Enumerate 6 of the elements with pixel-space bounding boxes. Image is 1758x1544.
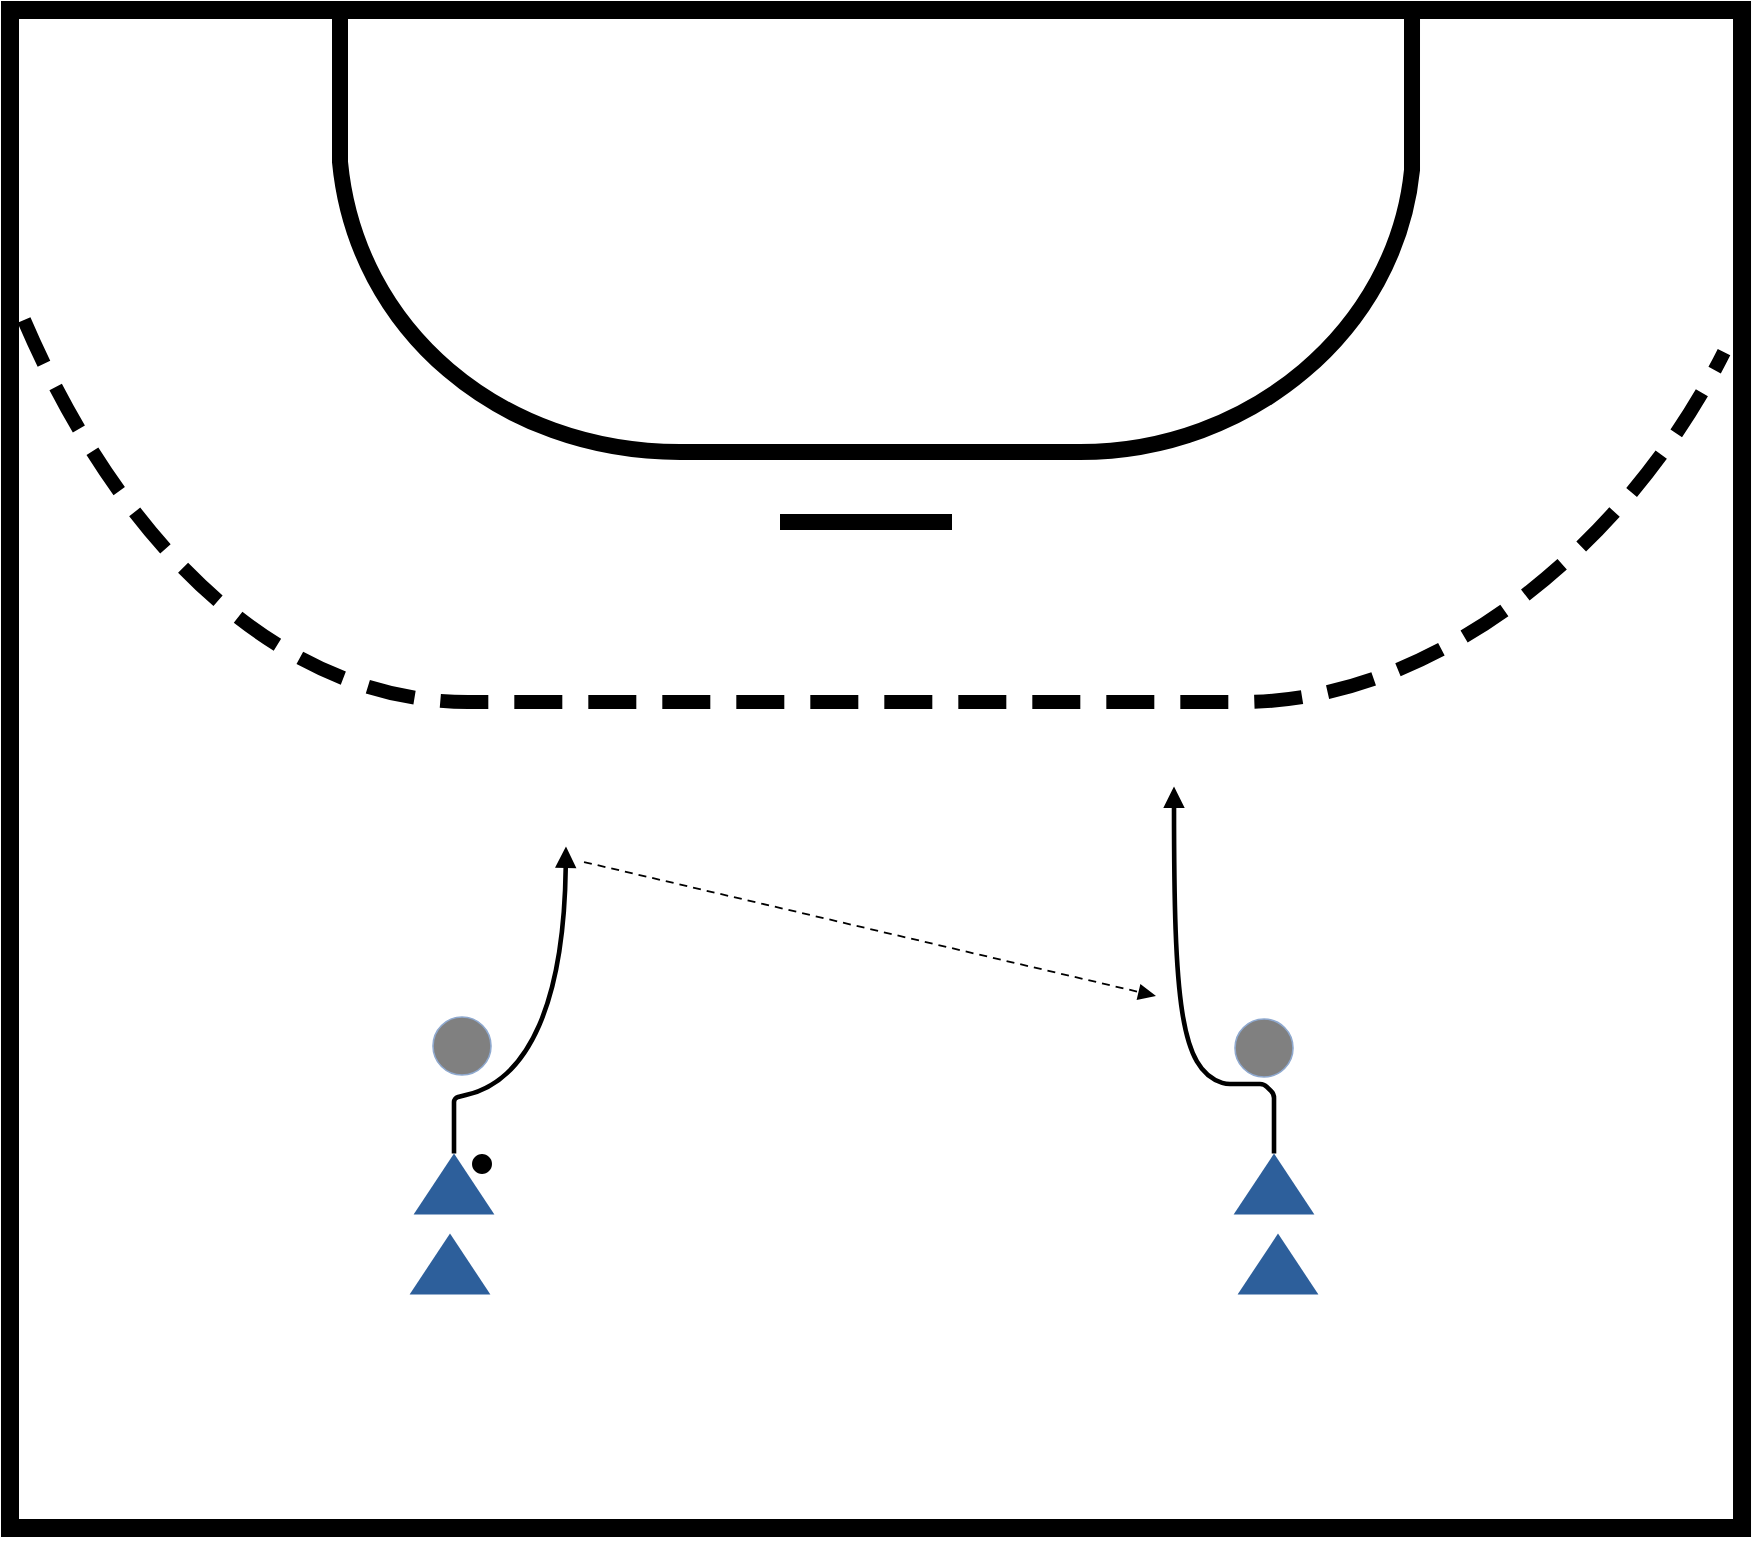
player-triangle: [1233, 1153, 1315, 1215]
player-triangle: [1237, 1233, 1319, 1295]
cone-circle: [1234, 1018, 1294, 1078]
player-triangle: [409, 1233, 491, 1295]
player-triangle: [413, 1153, 495, 1215]
cone-circle: [432, 1016, 492, 1076]
